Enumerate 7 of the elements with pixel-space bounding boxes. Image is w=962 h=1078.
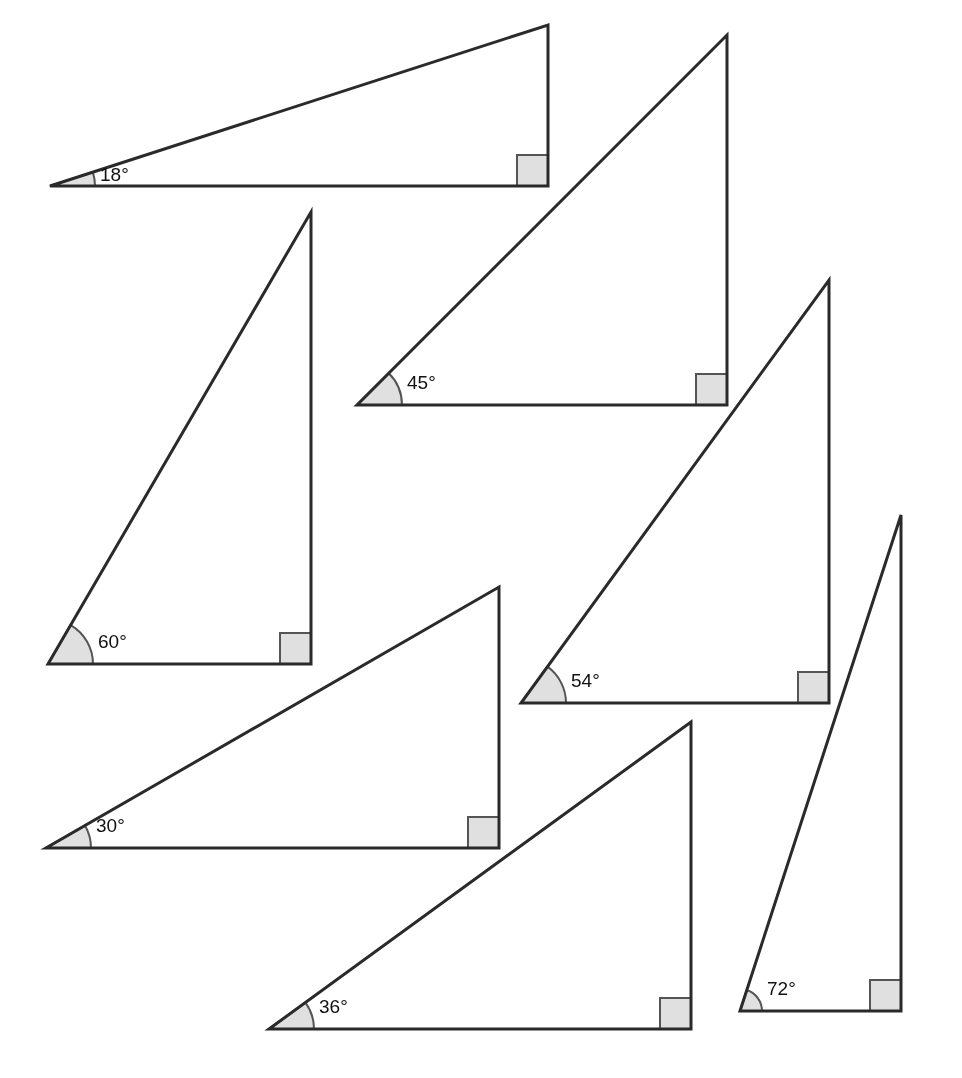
- angle-label: 54°: [571, 671, 600, 690]
- angle-label: 18°: [100, 165, 129, 184]
- angle-label: 60°: [98, 632, 127, 651]
- angle-label: 30°: [96, 816, 125, 835]
- angle-label: 72°: [767, 979, 796, 998]
- angle-label: 45°: [407, 373, 436, 392]
- angle-label: 36°: [319, 997, 348, 1016]
